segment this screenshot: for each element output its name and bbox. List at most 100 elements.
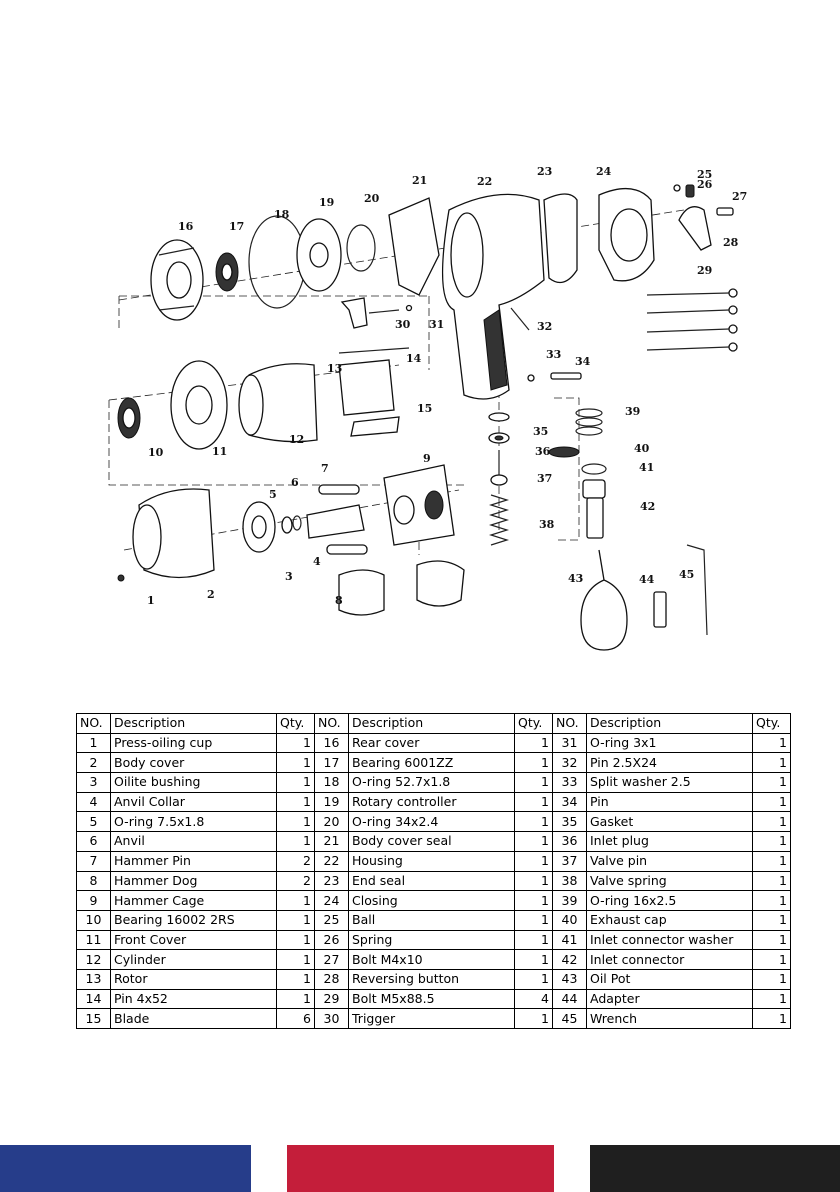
part-quantity: 1	[514, 831, 553, 852]
callout-10: 10	[148, 446, 164, 459]
callout-43: 43	[568, 572, 583, 585]
part-quantity: 1	[514, 870, 553, 892]
part-description: Oil Pot	[586, 968, 753, 990]
part-description: Rotary controller	[348, 791, 515, 813]
part-number: 18	[314, 772, 349, 793]
part-blade	[350, 416, 400, 437]
callout-37: 37	[537, 472, 552, 485]
part-description: Hammer Cage	[110, 890, 277, 911]
part-oring-3x1	[405, 304, 413, 312]
part-description: O-ring 7.5x1.8	[110, 811, 277, 833]
part-quantity: 1	[514, 791, 553, 813]
part-hammer-dog-1	[338, 569, 385, 616]
callout-22: 22	[477, 175, 492, 188]
part-quantity: 1	[752, 791, 791, 813]
parts-list-table: NO. Description Qty. NO. Description Qty…	[76, 713, 791, 1029]
table-header-row: NO. Description Qty. NO. Description Qty…	[76, 713, 791, 734]
callout-5: 5	[269, 488, 277, 501]
part-number: 40	[552, 909, 587, 931]
part-number: 38	[552, 870, 587, 892]
part-number: 27	[314, 949, 349, 970]
header-no: NO.	[552, 713, 587, 734]
part-quantity: 1	[752, 968, 791, 990]
footer-bar-blue	[0, 1145, 251, 1192]
part-description: End seal	[348, 870, 515, 892]
part-description: Gasket	[586, 811, 753, 833]
part-pin	[550, 372, 582, 380]
group-line-inlet	[498, 390, 580, 541]
part-description: O-ring 52.7x1.8	[348, 772, 515, 793]
part-number: 43	[552, 968, 587, 990]
part-description: Oilite bushing	[110, 772, 277, 793]
part-quantity: 1	[276, 732, 315, 754]
part-number: 34	[552, 791, 587, 813]
part-quantity: 1	[752, 831, 791, 852]
header-qty: Qty.	[752, 713, 791, 734]
callout-35: 35	[533, 425, 548, 438]
part-number: 11	[76, 929, 111, 951]
callout-14: 14	[406, 352, 422, 365]
part-number: 1	[76, 732, 111, 754]
part-description: O-ring 16x2.5	[586, 890, 753, 911]
part-number: 22	[314, 850, 349, 872]
part-description: Hammer Dog	[110, 870, 277, 892]
part-quantity: 1	[514, 772, 553, 793]
part-description: Inlet plug	[586, 831, 753, 852]
part-description: Valve pin	[586, 850, 753, 872]
callout-20: 20	[364, 192, 380, 205]
part-number: 17	[314, 752, 349, 774]
part-number: 26	[314, 929, 349, 951]
part-bearing-6001	[215, 252, 239, 292]
part-reversing-button	[678, 206, 712, 251]
part-quantity: 1	[752, 909, 791, 931]
callout-34: 34	[575, 355, 591, 368]
part-split-washer	[527, 374, 535, 382]
callout-30: 30	[395, 318, 411, 331]
part-quantity: 1	[514, 890, 553, 911]
part-front-cover	[170, 360, 228, 450]
part-bolt-m4	[716, 207, 734, 216]
part-description: O-ring 34x2.4	[348, 811, 515, 833]
part-inlet-connector-washer	[581, 463, 607, 475]
part-pin-4x52	[338, 347, 410, 354]
footer-bar-red	[287, 1145, 554, 1192]
part-valve-pin	[490, 450, 508, 486]
callout-42: 42	[640, 500, 655, 513]
part-pin-2-5	[510, 307, 530, 331]
callout-45: 45	[679, 568, 694, 581]
part-rotary-controller	[296, 218, 342, 292]
part-oil-pot	[580, 549, 628, 651]
part-quantity: 1	[276, 811, 315, 833]
part-description: O-ring 3x1	[586, 732, 753, 754]
part-quantity: 1	[276, 791, 315, 813]
part-number: 33	[552, 772, 587, 793]
header-no: NO.	[314, 713, 349, 734]
part-description: Anvil	[110, 831, 277, 852]
callout-21: 21	[412, 174, 427, 187]
part-number: 29	[314, 988, 349, 1010]
part-quantity: 2	[276, 850, 315, 872]
callout-1: 1	[147, 594, 155, 607]
part-number: 16	[314, 732, 349, 754]
part-number: 19	[314, 791, 349, 813]
part-quantity: 1	[514, 850, 553, 872]
part-quantity: 1	[276, 909, 315, 931]
part-description: Cylinder	[110, 949, 277, 970]
part-description: Wrench	[586, 1008, 753, 1029]
part-number: 20	[314, 811, 349, 833]
callout-18: 18	[274, 208, 290, 221]
part-quantity: 1	[514, 968, 553, 990]
part-number: 28	[314, 968, 349, 990]
callout-4: 4	[313, 555, 321, 568]
part-rotor	[338, 359, 395, 416]
part-description: Housing	[348, 850, 515, 872]
part-quantity: 1	[276, 949, 315, 970]
part-hammer-dog-2	[416, 560, 465, 607]
part-description: Spring	[348, 929, 515, 951]
